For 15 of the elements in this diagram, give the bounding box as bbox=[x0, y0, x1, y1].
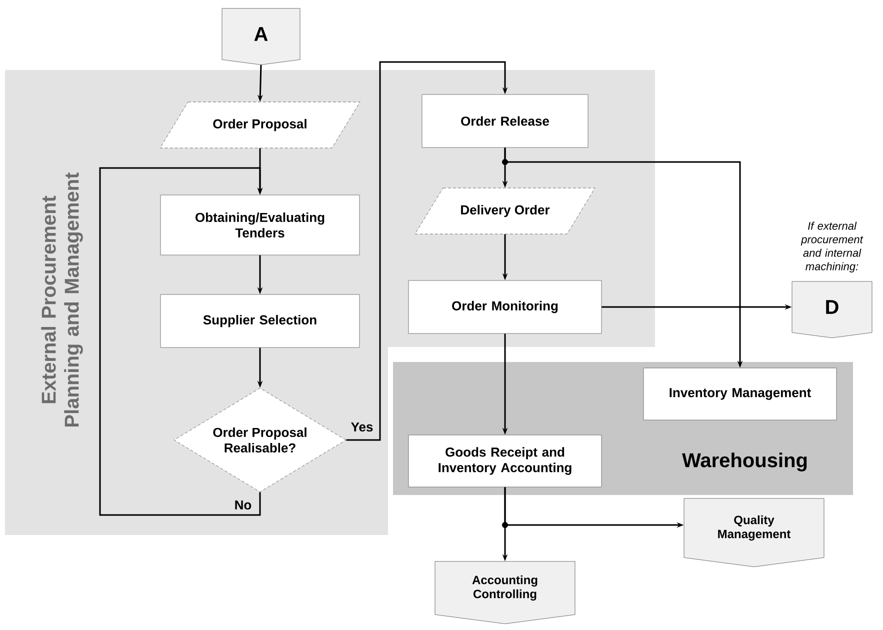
connector-pentagon: Quality Management bbox=[684, 498, 824, 567]
process-box: Order Release bbox=[422, 94, 588, 148]
process-box: Goods Receipt and Inventory Accounting bbox=[408, 434, 602, 488]
arrow bbox=[99, 167, 263, 516]
document-parallelogram: Order Proposal bbox=[160, 102, 360, 148]
note-text: If external procurement and internal machining: bbox=[800, 222, 864, 272]
connector-pentagon: Accounting Controlling bbox=[434, 561, 576, 624]
process-box: Supplier Selection bbox=[160, 294, 360, 348]
document-parallelogram: Delivery Order bbox=[414, 188, 596, 234]
process-box: Order Monitoring bbox=[408, 280, 602, 334]
process-box: Inventory Management bbox=[643, 368, 837, 420]
arrow bbox=[346, 61, 508, 441]
connector-pentagon: D bbox=[792, 281, 872, 338]
connector-pentagon: A bbox=[222, 8, 300, 65]
process-box: Obtaining/Evaluating Tenders bbox=[160, 194, 360, 256]
